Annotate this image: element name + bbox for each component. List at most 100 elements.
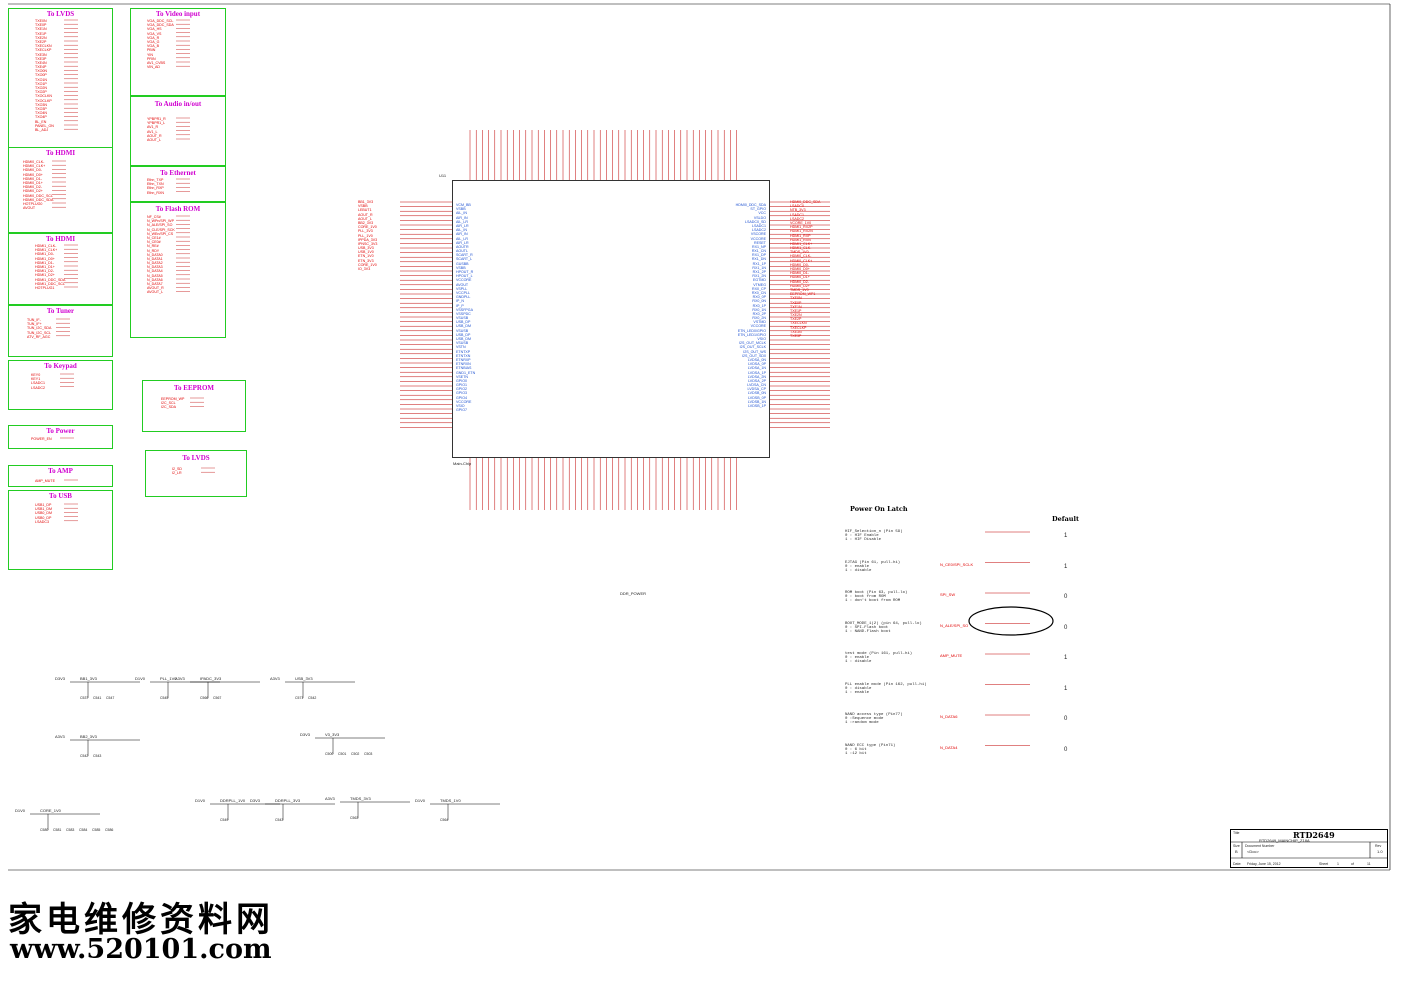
signal-label: YPBPR1_L	[147, 121, 166, 126]
chip-pin-label: I2S_OUT_SD0	[742, 353, 766, 358]
signal-label: TXE4P	[35, 65, 47, 70]
chip-pin-label: RX1_1N	[752, 265, 766, 270]
box-title: To Keypad	[44, 362, 77, 370]
chip-pin-label: VSUSB	[456, 316, 469, 321]
watermark-url: www.520101.com	[10, 934, 272, 965]
signal-label: VGA_R	[147, 35, 160, 40]
chip-pin-label: GPIO3	[456, 391, 467, 396]
latch-default-value: 0	[1064, 746, 1068, 753]
chip-pin-label: LSADC2	[752, 228, 766, 233]
chip-pin-label: RX0_0P	[752, 295, 766, 300]
signal-label: N_RE#	[147, 244, 159, 249]
field-rev-label: Rev	[1375, 844, 1382, 848]
net-label: TMDS_1V0	[790, 250, 809, 255]
box-title: To Flash ROM	[155, 205, 201, 213]
chip-pin-label: SCART_R	[456, 253, 473, 258]
signal-label: TXO3N	[35, 102, 47, 107]
latch-line: 0 : boot from ROM	[845, 595, 886, 599]
net-label: EEPROM_WP1	[790, 292, 816, 297]
latch-net: N_ALE/SPI_SO	[940, 622, 969, 628]
chip-pin-label: RX0_CN	[751, 290, 766, 295]
signal-label: N_CE0#	[147, 240, 161, 245]
chip-pin-label: VCCORE	[456, 278, 472, 283]
chip-pin-label: GPIO7	[456, 408, 467, 413]
chip-pin-label: USB_DM	[456, 324, 471, 329]
signal-label: VGA_DDC_SCL	[147, 19, 174, 23]
chip-ref: U11	[439, 173, 447, 178]
latch-line: NAND ECC type (Pin71)	[845, 743, 896, 748]
capacitor-ref: C541	[93, 696, 102, 700]
signal-label: TXE1N	[35, 27, 47, 32]
power-net-label: BB2_3V3	[80, 734, 97, 739]
latch-line: EJTAG (Pin 61, pull-hi)	[845, 560, 901, 565]
chip-pin-label: HPOUT_R	[456, 270, 474, 274]
signal-label: I2_LR	[172, 471, 182, 476]
chip-pin-label: VCM_BB	[456, 203, 471, 207]
net-label: HDMI1_CLK+	[790, 241, 813, 246]
chip-pin-label: RESET	[754, 240, 766, 245]
signal-label: VGA_HS	[147, 27, 162, 32]
signal-label: TXE3N	[35, 52, 47, 57]
signal-label: TXE4N	[35, 60, 47, 65]
power-net-label: CORE_1V0	[40, 808, 61, 813]
signal-label: KEY0	[31, 373, 41, 377]
signal-label: AV1_L	[147, 129, 158, 134]
signal-label: USB1_DM	[35, 507, 52, 512]
chip-pin-label: RX0_1N	[752, 307, 766, 312]
power-net-label: DDRPLL_1V0	[220, 798, 246, 803]
chip-pin-label: VCCORE	[456, 399, 472, 404]
latch-net: AMP_MUTE	[940, 653, 963, 658]
box-title: To Video input	[155, 10, 201, 18]
signal-label: TXE2N	[35, 35, 47, 40]
signal-label: N_DATA7	[147, 282, 163, 286]
chip-pin-label: LVDSB_1P	[748, 404, 766, 408]
power-rail-name: D1V0	[135, 676, 146, 681]
latch-line: 1 : NAND-Flash boot	[845, 629, 891, 634]
chip-pin-label: VSSFPGA	[456, 307, 473, 312]
chip-pin-label: ETNRXP	[456, 357, 471, 362]
signal-label: N_RDY	[147, 248, 160, 253]
chip-pin-label: LVDSA_0N	[747, 357, 766, 362]
signal-label: HDMI1_DDC_SDA	[35, 277, 66, 282]
signal-label: N_DATA2	[147, 261, 163, 266]
signal-label: TXE1P	[35, 31, 47, 36]
capacitor-ref: C567	[213, 696, 222, 700]
chip-pin-label: AIL_IN	[456, 211, 467, 216]
signal-label: TXO0P	[35, 73, 47, 78]
power-rail-name: A3V3	[270, 676, 280, 681]
box-to-hdmi-2: To HDMI HDMI1_CLK-HDMI1_CLK+HDMI1_D0-HDM…	[8, 233, 113, 305]
signal-label: VIN_AD	[147, 65, 160, 70]
signal-label: HDMI0_D1-	[23, 176, 42, 181]
box-to-power: To Power POWER_EN	[8, 425, 113, 449]
chip-pin-label: AIL_LR	[456, 219, 468, 224]
chip-pin-label: LVDSA_1N	[747, 366, 766, 371]
chip-pin-label: AIR_IN	[456, 232, 468, 237]
capacitor-ref: C581	[53, 828, 62, 832]
chip-pin-label: AIL_LR	[456, 236, 468, 241]
latch-line: 1 : don't boot from ROM	[845, 599, 901, 603]
chip-pin-label: VSBB	[456, 207, 466, 212]
field-size-label: Size	[1233, 844, 1240, 848]
signal-label: HDMI1_CLK-	[35, 244, 57, 248]
chip-pin-label: AOUTR	[456, 244, 469, 249]
net-label: USB_3V3	[358, 246, 374, 251]
power-net-label: BB1_3V3	[80, 676, 97, 681]
latch-line: 1 : disable	[845, 660, 872, 664]
latch-line: NAND access type (Pin77)	[845, 713, 903, 717]
chip-pin-label: IP_N	[456, 299, 464, 304]
chip-pin-label: GNDPLL	[456, 295, 471, 300]
chip-pin-label: AIR_LR	[456, 240, 469, 245]
box-title: To Power	[46, 427, 75, 435]
field-docnum-label: Document Number	[1245, 844, 1275, 848]
signal-label: VGA_DDC_SDA	[147, 23, 174, 28]
chip-pin-label: AIL_IN	[456, 228, 467, 233]
capacitor-ref: C542	[80, 754, 89, 758]
power-rail-name: D3V3	[250, 798, 261, 803]
signal-label: YPBPR1_R	[147, 117, 166, 121]
default-title: Default	[1052, 515, 1079, 523]
